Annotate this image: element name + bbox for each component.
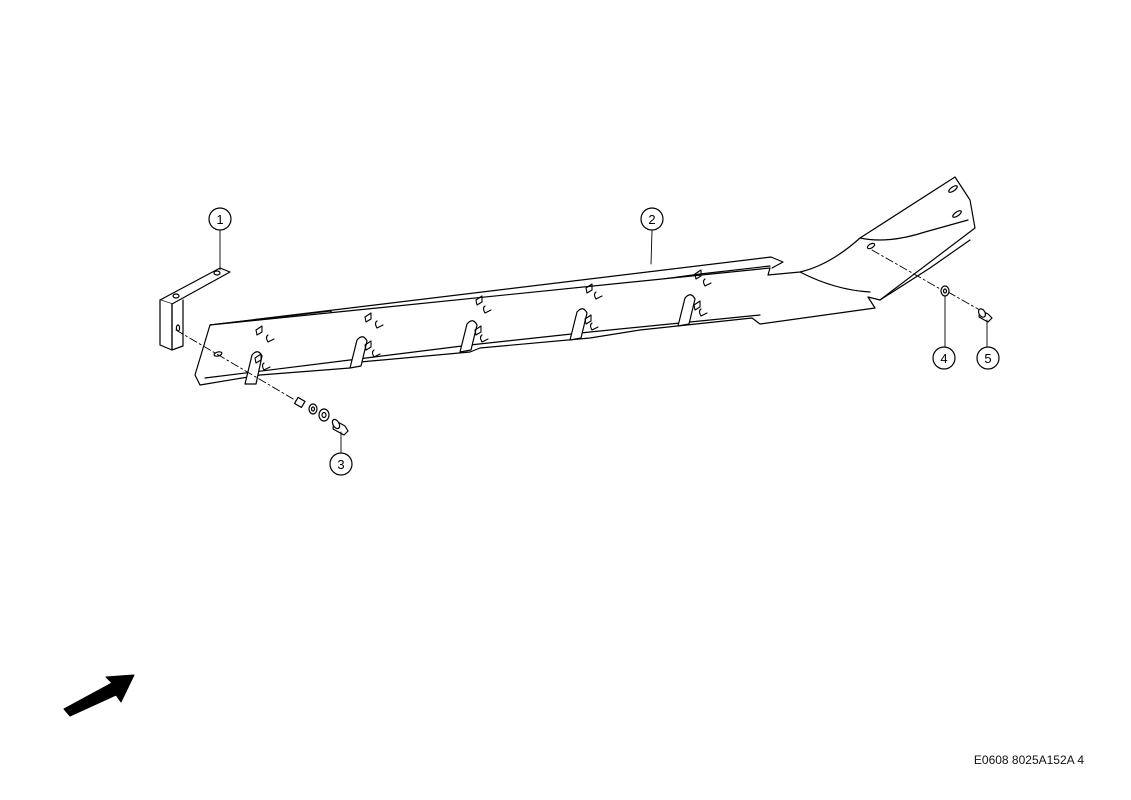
part-4-washer <box>940 285 950 297</box>
part-5-screw <box>977 308 993 323</box>
drawing-reference-code: E0608 8025A152A 4 <box>973 753 1084 767</box>
part-2-guide-rail <box>194 176 976 386</box>
callout-5-circle <box>976 346 1000 370</box>
callout-1-label: 1 <box>216 212 223 227</box>
callout-3-circle <box>329 452 353 476</box>
arrow-icon <box>63 674 135 717</box>
callout-5-label: 5 <box>984 351 991 366</box>
callout-2-label: 2 <box>648 212 655 227</box>
leader-lines <box>219 230 988 453</box>
callout-4-label: 4 <box>940 351 947 366</box>
callout-4-circle <box>932 346 956 370</box>
callout-1-circle <box>208 207 232 231</box>
part-3-fastener-set <box>293 396 349 436</box>
callout-3-label: 3 <box>337 457 344 472</box>
callout-2-circle <box>640 207 664 231</box>
part-1-angle-bracket <box>159 267 231 351</box>
rail-clips <box>244 294 696 385</box>
rail-catches <box>254 269 712 371</box>
